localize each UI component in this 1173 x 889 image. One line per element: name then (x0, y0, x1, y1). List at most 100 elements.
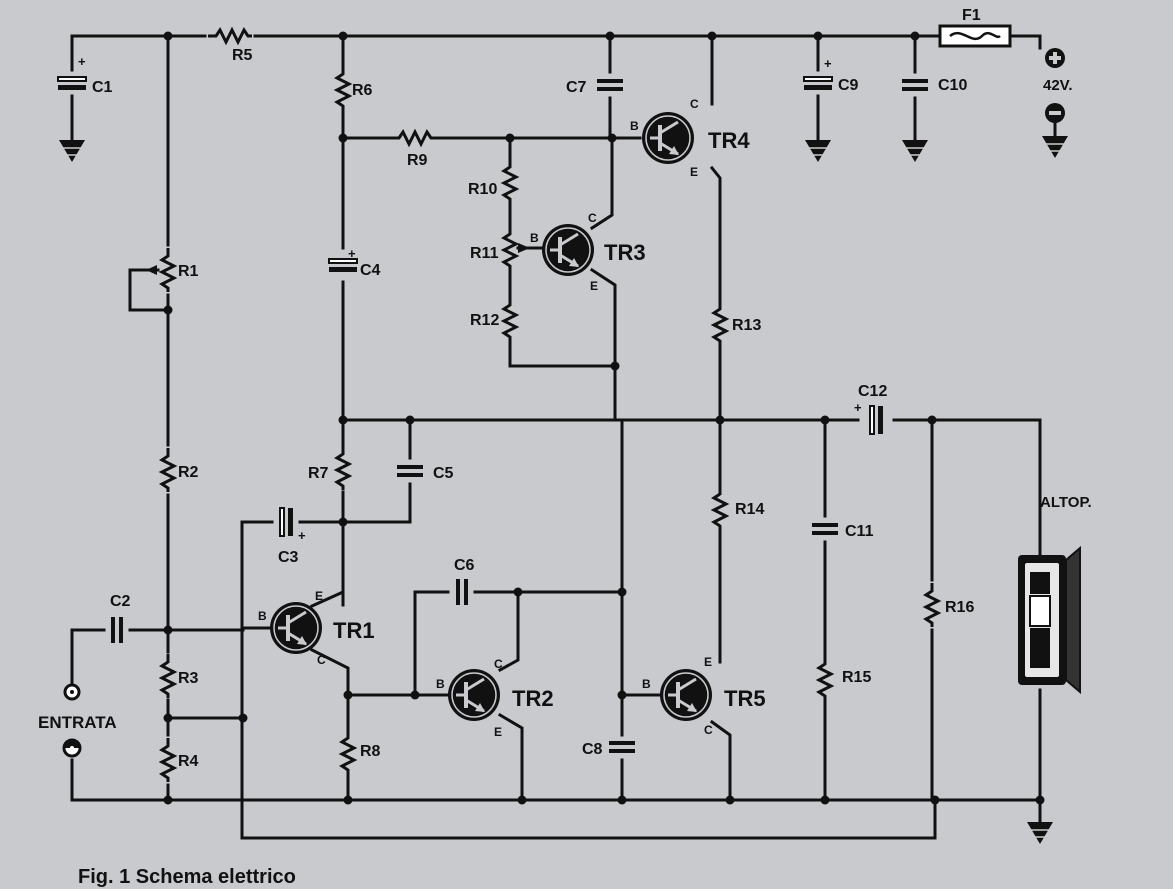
label-tr3: TR3 (604, 240, 646, 265)
capacitor-c11: C11 (810, 523, 874, 540)
svg-text:C: C (588, 211, 597, 225)
capacitor-c7: C7 (566, 79, 625, 96)
label-f1: F1 (962, 7, 981, 24)
resistor-r8: R8 (340, 728, 381, 776)
fuse-f1: F1 (938, 7, 1012, 48)
label-r9: R9 (407, 152, 428, 169)
label-r5: R5 (232, 47, 253, 64)
svg-text:C: C (690, 97, 699, 111)
resistor-r13: R13 (712, 299, 761, 347)
svg-text:B: B (530, 231, 539, 245)
transistor-tr2: B C E TR2 (436, 657, 554, 739)
input-terminal-ground (62, 738, 82, 758)
label-c6: C6 (454, 557, 475, 574)
label-r13: R13 (732, 317, 761, 334)
negative-supply-arrow-icon (1041, 135, 1069, 159)
svg-text:E: E (690, 165, 698, 179)
input-terminal-hot (63, 683, 81, 701)
capacitor-c10: C10 (900, 77, 967, 94)
label-r7: R7 (308, 465, 329, 482)
resistor-r12: R12 (470, 295, 518, 343)
ground-icon (58, 139, 86, 163)
svg-text:E: E (315, 589, 323, 603)
transistor-tr3: B C E TR3 (530, 211, 646, 293)
label-r10: R10 (468, 181, 497, 198)
resistor-r2: R2 (160, 446, 199, 494)
svg-text:C: C (704, 723, 713, 737)
supply-voltage-label: 42V. (1043, 77, 1072, 94)
label-r6: R6 (352, 82, 373, 99)
capacitor-c8: C8 (582, 741, 637, 758)
capacitor-c3: + C3 (278, 507, 306, 566)
ground-icon (804, 139, 832, 163)
label-tr1: TR1 (333, 618, 375, 643)
label-r11: R11 (470, 245, 499, 262)
ground-icon (1026, 821, 1054, 845)
resistor-r1: R1 (146, 246, 199, 294)
label-r16: R16 (945, 599, 974, 616)
transistor-tr4: B C E TR4 (630, 97, 750, 179)
svg-text:C: C (317, 653, 326, 667)
capacitor-c4: + C4 (328, 246, 381, 279)
positive-terminal-icon (1045, 48, 1065, 68)
wires (70, 34, 1057, 840)
label-c10: C10 (938, 77, 967, 94)
label-c5: C5 (433, 465, 454, 482)
resistor-r3: R3 (160, 652, 199, 700)
label-r1: R1 (178, 263, 199, 280)
svg-text:B: B (630, 119, 639, 133)
svg-text:E: E (704, 655, 712, 669)
speaker-icon (1018, 545, 1081, 695)
capacitor-c6: C6 (454, 557, 475, 607)
label-r8: R8 (360, 743, 381, 760)
svg-text:+: + (854, 400, 862, 415)
ground-icon (901, 139, 929, 163)
resistor-r11: R11 (470, 224, 530, 272)
svg-text:+: + (348, 246, 356, 261)
label-c4: C4 (360, 262, 381, 279)
label-r12: R12 (470, 312, 499, 329)
label-tr5: TR5 (724, 686, 766, 711)
negative-terminal-icon (1045, 103, 1065, 123)
resistor-r4: R4 (160, 736, 199, 784)
label-c8: C8 (582, 741, 603, 758)
capacitor-c1: + C1 (57, 54, 113, 96)
input-label: ENTRATA (38, 713, 117, 732)
label-r4: R4 (178, 753, 199, 770)
label-tr2: TR2 (512, 686, 554, 711)
capacitor-c2: C2 (110, 593, 131, 645)
capacitor-c5: C5 (395, 465, 454, 482)
label-c3: C3 (278, 549, 299, 566)
resistor-r14: R14 (712, 484, 764, 532)
svg-text:B: B (642, 677, 651, 691)
resistor-r16: R16 (924, 581, 974, 629)
label-c1: C1 (92, 79, 113, 96)
svg-text:E: E (494, 725, 502, 739)
resistor-r7: R7 (308, 444, 351, 492)
resistor-r5: R5 (206, 28, 254, 64)
label-r15: R15 (842, 669, 871, 686)
resistor-r10: R10 (468, 157, 518, 205)
resistor-r6: R6 (335, 64, 373, 112)
svg-text:B: B (258, 609, 267, 623)
capacitor-c9: + C9 (803, 56, 859, 94)
label-r2: R2 (178, 464, 199, 481)
svg-text:+: + (824, 56, 832, 71)
label-c2: C2 (110, 593, 131, 610)
label-c7: C7 (566, 79, 587, 96)
svg-text:B: B (436, 677, 445, 691)
svg-text:+: + (298, 528, 306, 543)
svg-text:C: C (494, 657, 503, 671)
transistor-tr1: B E C TR1 (258, 589, 375, 667)
figure-caption: Fig. 1 Schema elettrico (78, 866, 296, 888)
label-c12: C12 (858, 383, 887, 400)
svg-text:E: E (590, 279, 598, 293)
label-c11: C11 (845, 523, 874, 540)
label-r14: R14 (735, 501, 764, 518)
svg-text:+: + (78, 54, 86, 69)
transistor-tr5: B E C TR5 (642, 655, 766, 737)
label-c9: C9 (838, 77, 859, 94)
label-r3: R3 (178, 670, 199, 687)
resistor-r15: R15 (817, 654, 871, 702)
capacitor-c12: + C12 (854, 383, 887, 435)
